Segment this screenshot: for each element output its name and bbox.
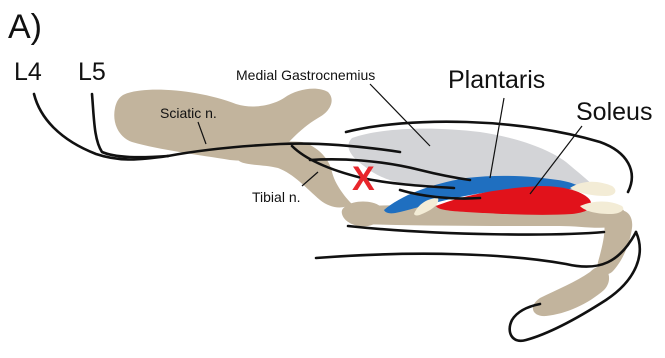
soleus-label: Soleus [576,98,652,126]
medial-gastrocnemius-label: Medial Gastrocnemius [236,67,375,83]
foot-bone [533,266,609,316]
shank-outline [348,226,604,234]
plantaris-label: Plantaris [448,66,545,94]
root-l4-label: L4 [14,58,42,86]
muscles [348,129,623,216]
transection-mark: X [352,160,375,198]
tibial-label: Tibial n. [252,189,301,205]
root-l5-label: L5 [78,58,106,86]
sciatic-label: Sciatic n. [160,105,217,121]
foot-outline [316,232,636,267]
panel-label: A) [8,8,42,46]
